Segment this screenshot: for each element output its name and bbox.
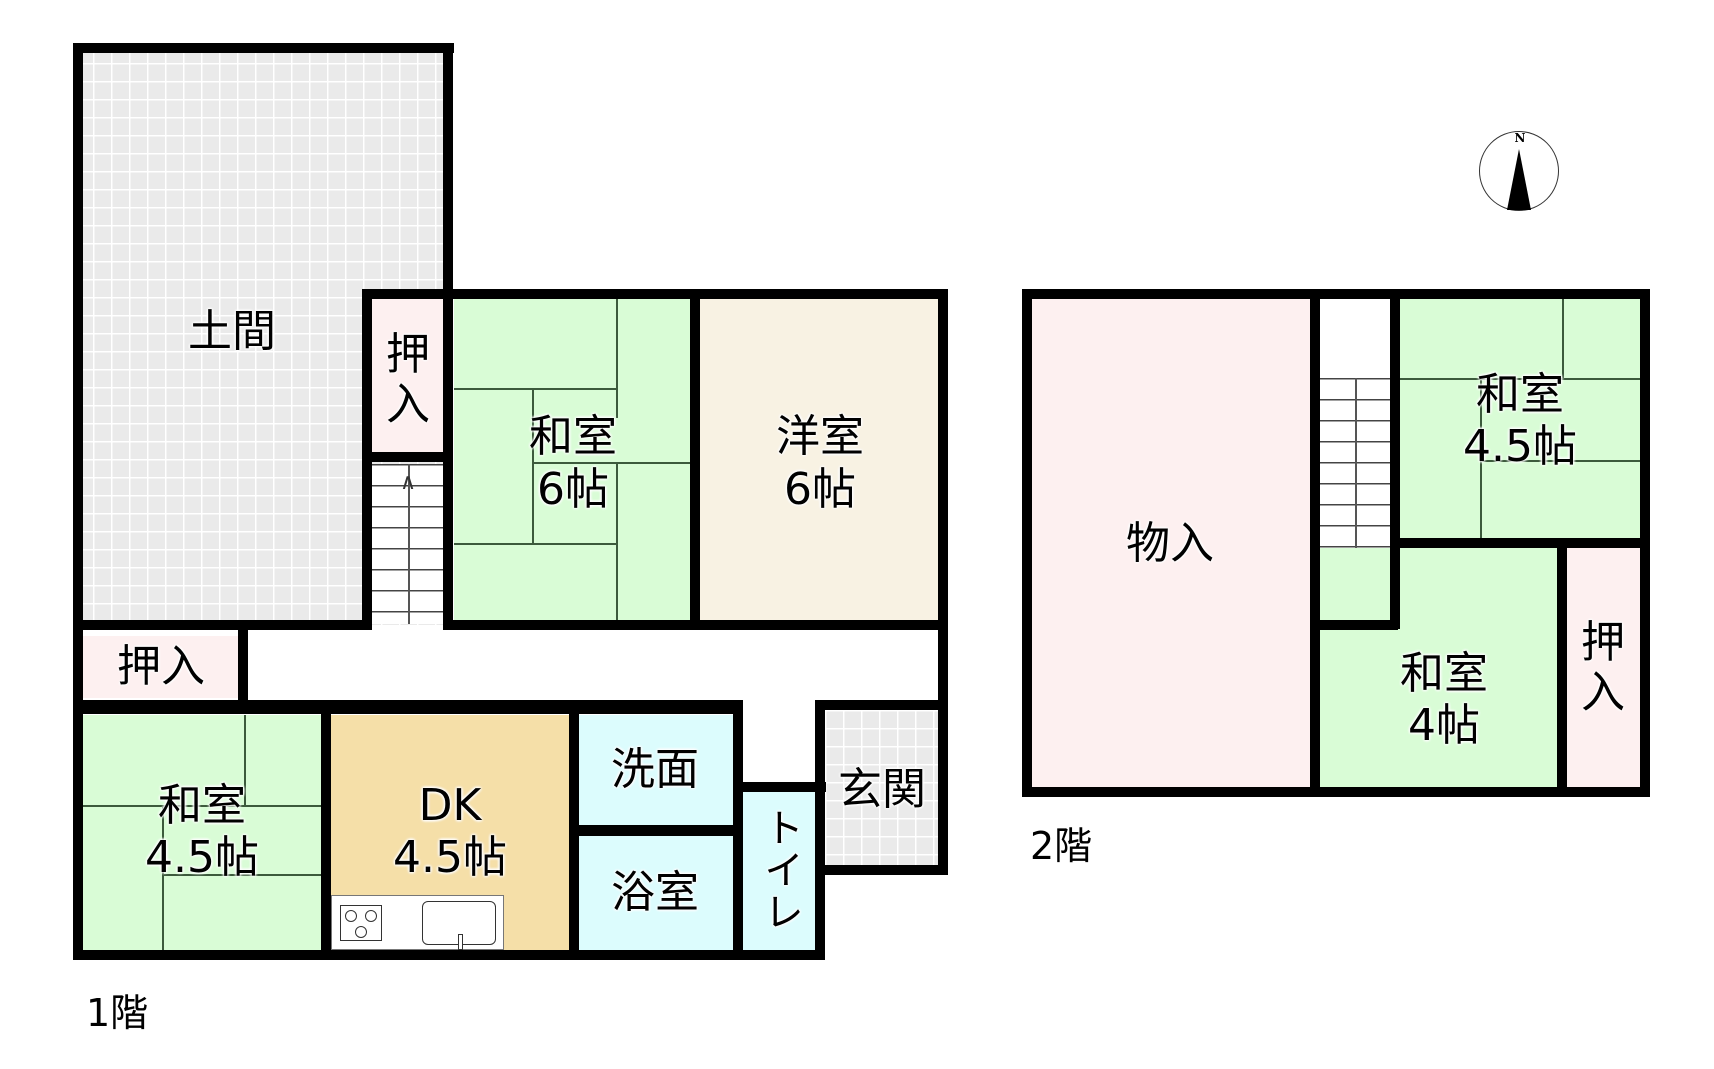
room-washitsu-6-name: 和室 xyxy=(529,411,617,462)
room-toilet xyxy=(743,790,815,950)
floor-1-label: 1階 xyxy=(86,991,149,1035)
room-toilet-label: トイレ xyxy=(757,807,803,933)
room-senmen xyxy=(578,715,733,825)
room-youshitsu-6-size: 6帖 xyxy=(784,464,856,515)
room-oshiire-2f-label: 押 入 xyxy=(1581,617,1625,718)
room-genkan xyxy=(825,710,940,865)
room-washitsu-45-1f xyxy=(83,715,321,950)
room-oshiire-2f xyxy=(1567,548,1640,788)
kitchen-counter xyxy=(331,895,504,950)
compass-north-label: N xyxy=(1514,131,1526,145)
room-yokushitsu-label: 浴室 xyxy=(611,867,699,918)
stairs-1f xyxy=(370,464,446,624)
room-oshiire-a xyxy=(370,298,446,456)
arrow-up-icon: ∧ xyxy=(400,470,417,495)
room-washitsu-6-size: 6帖 xyxy=(537,464,609,515)
room-dk-name: DK xyxy=(418,780,482,831)
stove-icon xyxy=(340,905,382,941)
room-youshitsu-6 xyxy=(700,298,940,620)
room-oshiire-b-label: 押入 xyxy=(117,641,205,692)
room-oshiire-a-label: 押 入 xyxy=(386,329,430,430)
room-youshitsu-6-name: 洋室 xyxy=(776,411,864,462)
room-senmen-label: 洗面 xyxy=(611,744,699,795)
room-monoire xyxy=(1026,298,1310,788)
room-doma-label: 土間 xyxy=(188,306,276,357)
room-oshiire-b xyxy=(83,636,238,698)
room-washitsu-6 xyxy=(454,298,690,620)
room-washitsu-4-size: 4帖 xyxy=(1408,700,1480,751)
room-dk-size: 4.5帖 xyxy=(393,832,507,883)
room-washitsu-45-2f-name: 和室 xyxy=(1476,369,1564,420)
room-washitsu-45-1f-name: 和室 xyxy=(158,780,246,831)
sink-icon xyxy=(422,901,496,950)
room-washitsu-45-2f-size: 4.5帖 xyxy=(1463,421,1577,472)
room-washitsu-4 xyxy=(1320,548,1558,788)
room-washitsu-45-1f-size: 4.5帖 xyxy=(145,832,259,883)
stairs-2f-landing xyxy=(1320,298,1390,378)
room-monoire-label: 物入 xyxy=(1126,518,1214,569)
room-yokushitsu xyxy=(578,836,733,950)
room-washitsu-4-name: 和室 xyxy=(1400,648,1488,699)
north-compass-icon: N xyxy=(1479,131,1559,211)
room-washitsu-45-2f xyxy=(1400,298,1640,538)
floor-2-label: 2階 xyxy=(1030,824,1093,868)
room-genkan-label: 玄関 xyxy=(838,764,926,815)
